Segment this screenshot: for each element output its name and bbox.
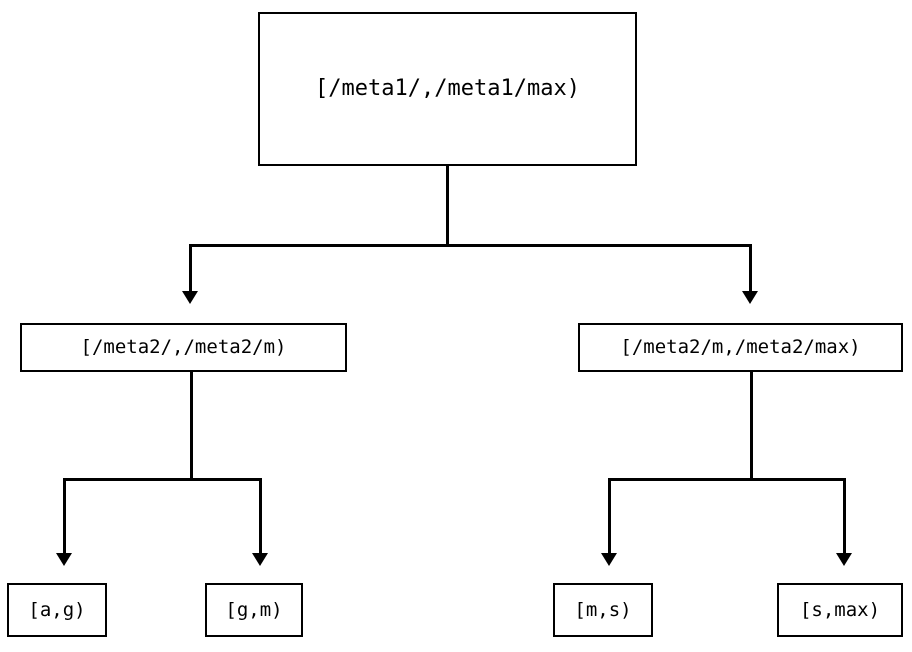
arrowhead-root-to-meta2-low	[182, 291, 198, 304]
tree-node-leaf-ag[interactable]: [a,g)	[7, 583, 107, 637]
edge-meta2-high-to-leaf-ms	[608, 478, 611, 553]
tree-node-leaf-smax-label: [s,max)	[799, 598, 881, 621]
tree-node-root-label: [/meta1/,/meta1/max)	[315, 76, 580, 101]
tree-node-leaf-ms-label: [m,s)	[574, 598, 632, 621]
edge-meta2-high-to-leaf-smax	[843, 478, 846, 553]
arrowhead-meta2-high-to-leaf-smax	[836, 553, 852, 566]
edge-root-stem	[446, 166, 449, 247]
tree-node-leaf-ag-label: [a,g)	[28, 598, 86, 621]
arrowhead-meta2-high-to-leaf-ms	[601, 553, 617, 566]
tree-node-leaf-ms[interactable]: [m,s)	[553, 583, 653, 637]
edge-root-to-meta2-low	[189, 244, 192, 291]
tree-node-root[interactable]: [/meta1/,/meta1/max)	[258, 12, 637, 166]
tree-node-leaf-gm-label: [g,m)	[225, 598, 283, 621]
edge-root-bus	[189, 244, 752, 247]
tree-node-meta2-high[interactable]: [/meta2/m,/meta2/max)	[578, 323, 903, 372]
edge-meta2-low-to-leaf-gm	[259, 478, 262, 553]
edge-meta2-low-bus	[63, 478, 262, 481]
arrowhead-meta2-low-to-leaf-gm	[252, 553, 268, 566]
edge-meta2-low-stem	[190, 372, 193, 480]
arrowhead-meta2-low-to-leaf-ag	[56, 553, 72, 566]
edge-meta2-high-stem	[750, 372, 753, 480]
edge-root-to-meta2-high	[749, 244, 752, 291]
tree-node-meta2-high-label: [/meta2/m,/meta2/max)	[620, 336, 861, 358]
tree-node-leaf-smax[interactable]: [s,max)	[777, 583, 903, 637]
edge-meta2-low-to-leaf-ag	[63, 478, 66, 553]
tree-node-leaf-gm[interactable]: [g,m)	[205, 583, 303, 637]
tree-node-meta2-low-label: [/meta2/,/meta2/m)	[80, 336, 287, 358]
arrowhead-root-to-meta2-high	[742, 291, 758, 304]
edge-meta2-high-bus	[608, 478, 846, 481]
tree-node-meta2-low[interactable]: [/meta2/,/meta2/m)	[20, 323, 347, 372]
